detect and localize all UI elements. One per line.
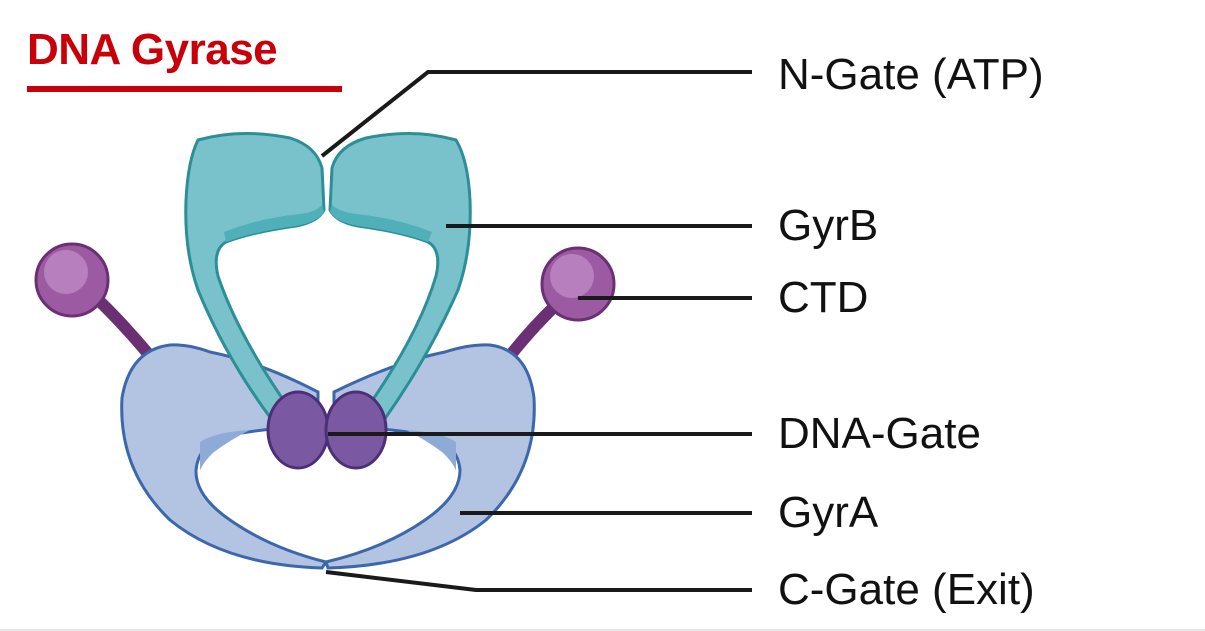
dna-gate-left-lobe (266, 390, 330, 470)
leader-c-gate (325, 570, 752, 592)
label-ctd: CTD (778, 273, 869, 322)
label-c-gate: C-Gate (Exit) (778, 565, 1035, 614)
dna-gate-right-lobe (324, 390, 388, 470)
ctd-right-highlight (550, 254, 594, 298)
gyrb-left-arm (184, 132, 326, 422)
label-gyrb: GyrB (778, 201, 879, 250)
label-n-gate: N-Gate (ATP) (778, 50, 1044, 99)
gyra-right-shade (406, 430, 456, 470)
gyra-left-shade (200, 430, 250, 470)
gyrb-left-shade (224, 205, 324, 242)
label-dna-gate: DNA-Gate (778, 409, 981, 458)
label-gyra: GyrA (778, 488, 879, 537)
gyrb-right-arm (328, 132, 472, 422)
leader-n-gate (320, 70, 752, 158)
title-underline (27, 86, 342, 92)
ctd-left-highlight (44, 250, 88, 294)
diagram-title: DNA Gyrase (27, 25, 278, 74)
gyrb-right-shade (330, 205, 432, 242)
